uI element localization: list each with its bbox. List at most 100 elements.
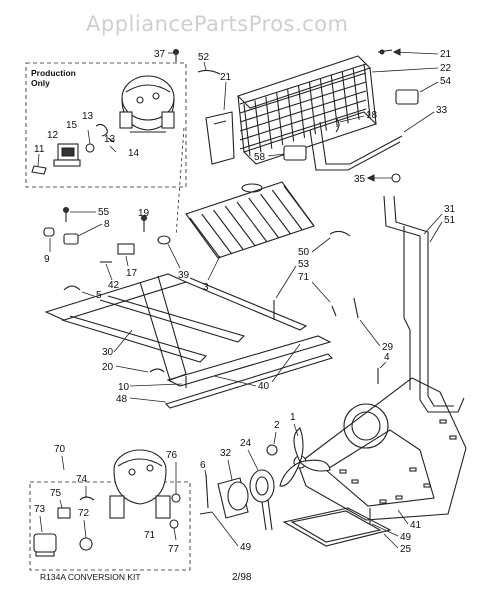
grommet-part-9: [43, 227, 55, 237]
callout-15: 15: [66, 120, 78, 131]
coil-fin: [260, 193, 291, 235]
grommet-part-39: [157, 235, 171, 245]
callout-14: 14: [128, 148, 140, 159]
callout-21b: 21: [440, 49, 452, 60]
coil-fin: [243, 103, 251, 157]
clip-part-35: [391, 173, 401, 183]
kit-relay-part: [33, 533, 57, 553]
evaporator-coil-part: [185, 181, 315, 259]
clip-part-20: [149, 368, 165, 373]
callout-76: 76: [166, 450, 178, 461]
leader-arrows: [366, 48, 401, 182]
callout-18: 18: [366, 110, 378, 121]
fan-blade-part: [279, 427, 331, 487]
callout-6: 6: [200, 460, 206, 471]
callout-25: 25: [400, 544, 412, 555]
inset-label-line1: Production: [31, 68, 76, 78]
clip-part-5: [63, 285, 81, 291]
compressor-part: [119, 75, 175, 133]
coil-fin: [213, 209, 244, 251]
r134a-kit-inset: R134A CONVERSION KIT: [29, 449, 191, 582]
kit-overload-part: [79, 537, 93, 551]
callout-42: 42: [108, 280, 120, 291]
fan-motor-part: [249, 469, 275, 531]
callout-37: 37: [154, 49, 166, 60]
callout-3: 3: [203, 282, 209, 293]
callouts: 37 52 21 21 22 54 18 33 58 35 31 51 55 8…: [34, 49, 456, 555]
clip-part: [31, 165, 47, 175]
callout-22: 22: [440, 63, 452, 74]
coil-fin: [239, 90, 367, 132]
bracket-slot: [423, 483, 431, 488]
screw-part-37: [173, 49, 179, 62]
coil-fin: [224, 205, 256, 247]
callout-24: 24: [240, 438, 252, 449]
watermark: AppliancePartsPros.com: [86, 12, 349, 36]
kit-compressor-part: [109, 449, 171, 519]
callout-1: 1: [290, 412, 296, 423]
callout-20: 20: [102, 362, 114, 373]
screw-part-6: [205, 473, 209, 509]
bracket-slot: [409, 467, 417, 472]
coil-fin: [236, 201, 268, 243]
bracket-slot: [439, 419, 447, 424]
coil-fin: [239, 99, 367, 141]
callout-54: 54: [440, 76, 452, 87]
bracket-part-17: [117, 243, 135, 255]
callout-77: 77: [168, 544, 180, 555]
rail-part-48: [164, 353, 334, 409]
callout-21a: 21: [220, 72, 232, 83]
condenser-coil-part: [236, 55, 378, 165]
screw-part-19: [141, 215, 147, 232]
coil-fin: [248, 197, 280, 239]
callout-8: 8: [104, 219, 110, 230]
bracket-slot: [339, 469, 347, 474]
coil-fin: [239, 81, 367, 123]
callout-75: 75: [50, 488, 62, 499]
coil-fin: [239, 72, 367, 114]
coil-fin: [239, 63, 367, 105]
callout-41: 41: [410, 520, 422, 531]
callout-9: 9: [44, 254, 50, 265]
inset-label-line2: Only: [31, 78, 50, 88]
coil-fin: [265, 96, 273, 149]
relay-part: [53, 143, 81, 167]
callout-12: 12: [47, 130, 59, 141]
coil-fin: [254, 100, 262, 153]
condenser-bracket-part: [205, 111, 235, 165]
kit-clip-part: [57, 507, 71, 519]
callout-29: 29: [382, 342, 394, 353]
callout-17: 17: [126, 268, 138, 279]
bracket-part-54: [395, 89, 419, 105]
callout-11: 11: [34, 144, 45, 155]
coil-fin: [271, 189, 303, 231]
overload-part: [85, 143, 95, 153]
footer-code: 2/98: [232, 572, 252, 583]
strap-part: [197, 69, 221, 75]
drier-part-71: [317, 291, 369, 319]
fan-bracket-part: [217, 477, 249, 519]
callout-51: 51: [444, 215, 456, 226]
callout-70: 70: [54, 444, 66, 455]
callout-32: 32: [220, 448, 232, 459]
callout-49a: 49: [240, 542, 252, 553]
wire-clip-part: [95, 123, 108, 137]
callout-58: 58: [254, 152, 266, 163]
callout-49b: 49: [400, 532, 412, 543]
callout-35: 35: [354, 174, 366, 185]
callout-4: 4: [384, 352, 390, 363]
kit-label: R134A CONVERSION KIT: [40, 572, 141, 582]
production-only-inset: Production Only 15 13 13 12: [25, 62, 187, 188]
clip-part-18: [335, 117, 340, 133]
callout-30: 30: [102, 347, 114, 358]
bracket-slot: [395, 495, 403, 500]
tube-part-33: [309, 121, 403, 171]
coil-fin: [189, 217, 221, 259]
callout-33: 33: [436, 105, 448, 116]
callout-52: 52: [198, 52, 210, 63]
coil-fin: [363, 63, 371, 117]
machine-bracket-part: [297, 377, 467, 521]
callout-31: 31: [444, 204, 456, 215]
coil-fin: [283, 185, 315, 227]
